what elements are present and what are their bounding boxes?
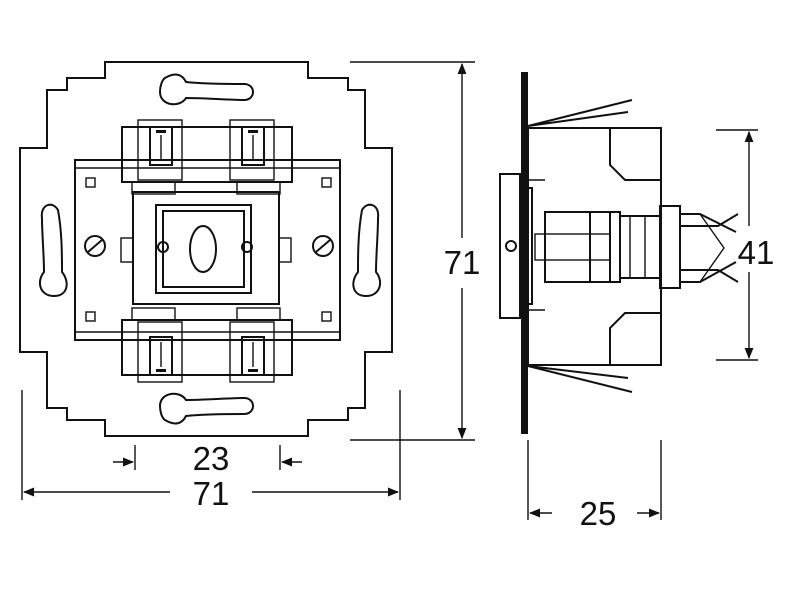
side-body-notch-top [609,128,661,181]
corner-square-tl [85,177,96,188]
dim-label-side-height: 41 [738,234,775,271]
corner-square-br [321,311,332,322]
dim-label-inner-width: 23 [193,440,230,477]
mounting-plate-outline [19,61,393,437]
rocker-pivot-left [157,241,169,253]
rocker-pivot-right [241,241,253,253]
contact-carrier [589,211,621,283]
back-claw-top [680,213,739,233]
side-rocker-lever [520,187,533,305]
side-tab-right [278,237,292,263]
bottom-slot-hole [158,392,254,425]
top-slot-hole [158,73,254,106]
spring-claw-bottom [527,365,633,393]
back-claw-bottom [680,261,739,283]
switch-body [74,159,341,341]
corner-square-tr [321,177,332,188]
side-view: 41 25 [499,72,775,532]
rocker-oval-window [189,225,217,273]
side-body [527,127,662,366]
back-claw-tip [699,213,725,283]
dim-label-side-depth: 25 [580,495,617,532]
bottom-terminal-block [121,307,293,383]
corner-square-bl [85,311,96,322]
side-tab-left [120,237,134,263]
spring-claw-top [527,99,633,127]
mechanism-inner [534,233,611,261]
front-view: 71 23 71 [19,61,481,512]
side-body-notch-bottom [609,312,661,365]
contact-terminal [619,215,661,279]
right-slot-hole [352,203,382,298]
terminal-screw-housing [659,205,681,289]
side-rocker [499,173,521,319]
dim-label-height: 71 [444,244,481,281]
side-pivot [505,240,517,252]
mechanism-block [544,211,611,283]
top-terminal-block [121,119,293,195]
rocker-plate [162,210,245,288]
dim-label-width: 71 [193,475,230,512]
front-plate [521,72,528,434]
screw-left-icon [84,235,106,257]
screw-right-icon [312,235,334,257]
rocker-frame-inner [155,204,252,294]
left-slot-hole [38,203,68,298]
